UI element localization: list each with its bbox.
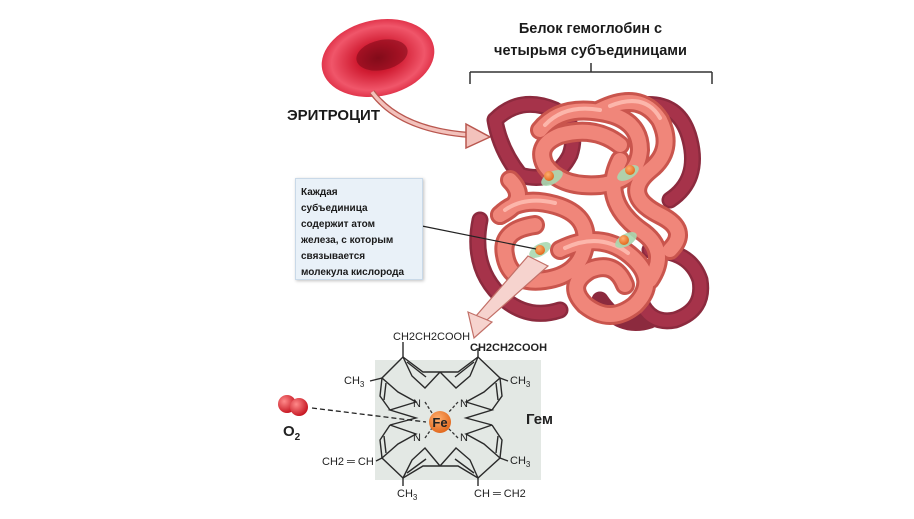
heme-site-4	[615, 232, 637, 248]
red-blood-cell	[321, 18, 435, 98]
heme-background	[375, 360, 541, 480]
nitrogen-3: N	[413, 432, 421, 444]
methyl-upper-left: CH3	[344, 375, 365, 389]
porphyrin-ring	[369, 342, 509, 486]
info-text: Каждая субъединица содержит атом железа,…	[301, 187, 405, 278]
svg-text:Fe: Fe	[432, 415, 447, 430]
arrow-to-protein	[369, 90, 492, 150]
erythrocyte-label: ЭРИТРОЦИТ	[287, 107, 380, 124]
heme-site-2	[617, 165, 639, 181]
oxygen-binding-line	[311, 407, 427, 423]
nitrogen-1: N	[413, 398, 421, 410]
oxygen-label: O2	[283, 423, 301, 443]
heme-site-3	[529, 242, 551, 258]
protein-bracket	[469, 63, 713, 84]
oxygen-molecule	[278, 395, 308, 416]
info-pointer-line	[421, 225, 537, 250]
heme-sites	[529, 165, 639, 258]
protein-title: Белок гемоглобин с четырьмя субъединицам…	[468, 18, 713, 62]
vinyl-left: CH2 ═ CH	[322, 456, 374, 468]
iron-atom: Fe	[429, 411, 451, 433]
substituent-top-right: CH2CH2COOH	[470, 342, 547, 354]
fe-coordination-bonds	[424, 401, 459, 439]
substituent-top-left: CH2CH2COOH	[393, 331, 470, 343]
info-box: Каждая субъединица содержит атом железа,…	[295, 178, 423, 280]
heme-site-1	[541, 170, 563, 186]
nitrogen-2: N	[460, 398, 468, 410]
vinyl-right: CH ═ CH2	[474, 488, 526, 500]
methyl-lower-right: CH3	[510, 455, 531, 469]
protein-title-line2: четырьмя субъединицами	[494, 43, 687, 59]
arrow-to-heme	[467, 255, 550, 340]
methyl-bottom: CH3	[397, 488, 418, 502]
nitrogen-4: N	[460, 432, 468, 444]
protein-title-line1: Белок гемоглобин с	[518, 21, 663, 37]
methyl-upper-right: CH3	[510, 375, 531, 389]
heme-label: Гем	[526, 411, 553, 428]
